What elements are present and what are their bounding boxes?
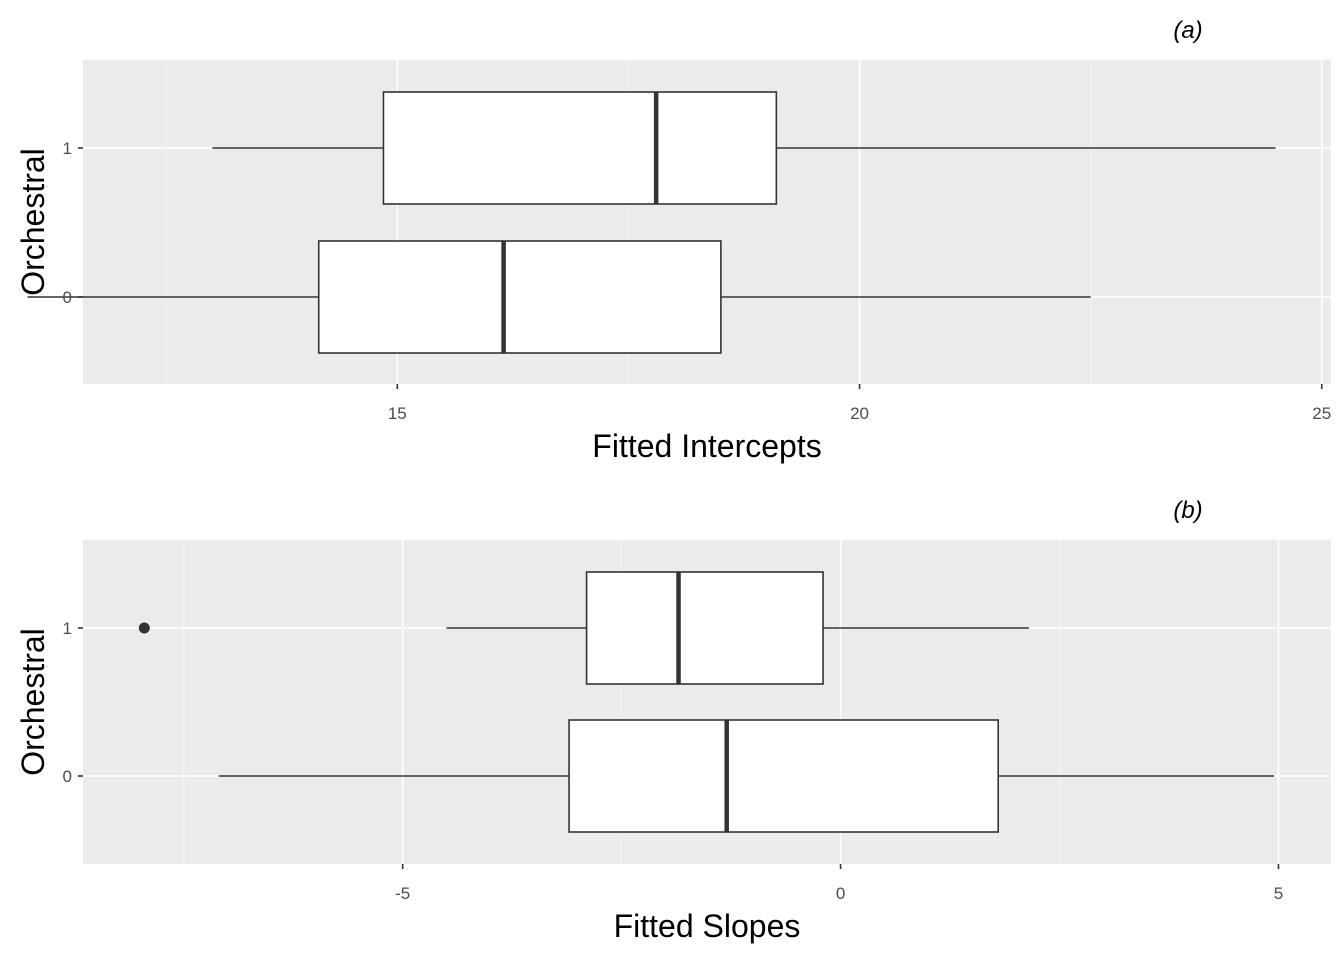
x-tick-label: 15 — [388, 404, 407, 423]
x-tick-label: 0 — [836, 884, 845, 903]
box-orchestral-1 — [212, 91, 1276, 205]
x-tick-label: 5 — [1274, 884, 1283, 903]
box-orchestral-1 — [138, 571, 1029, 685]
box-orchestral-0 — [218, 719, 1275, 833]
box-iqr — [317, 240, 722, 354]
box-iqr — [585, 571, 824, 685]
x-tick-label: -5 — [395, 884, 410, 903]
y-tick-label: 0 — [63, 288, 72, 307]
x-axis-title: Fitted Intercepts — [592, 428, 821, 464]
box-iqr — [382, 91, 778, 205]
panel-tag: (a) — [1173, 17, 1202, 44]
y-tick-label: 1 — [63, 139, 72, 158]
y-axis-title: Orchestral — [15, 148, 51, 296]
y-axis-title: Orchestral — [15, 628, 51, 776]
outlier-point — [138, 622, 150, 634]
x-tick-label: 25 — [1312, 404, 1331, 423]
box-orchestral-0 — [27, 240, 1091, 354]
x-tick-label: 20 — [850, 404, 869, 423]
x-axis-title: Fitted Slopes — [614, 908, 801, 944]
y-tick-label: 1 — [63, 619, 72, 638]
panel-tag: (b) — [1173, 497, 1202, 524]
box-iqr — [568, 719, 1000, 833]
y-tick-label: 0 — [63, 767, 72, 786]
